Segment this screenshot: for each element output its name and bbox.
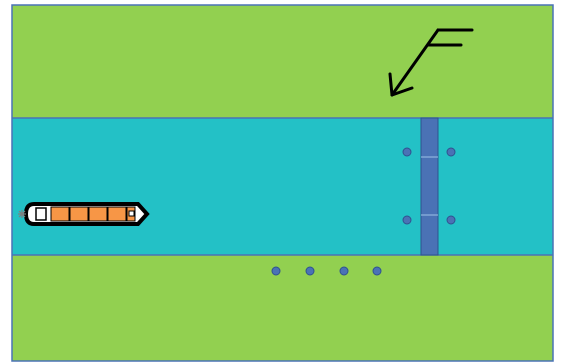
bank-bollard xyxy=(339,266,349,276)
bridge-bollard xyxy=(402,147,412,157)
bridge-bollard xyxy=(402,215,412,225)
cargo-container xyxy=(107,206,127,222)
wind-arrow-icon xyxy=(388,28,474,97)
propeller-icon xyxy=(18,210,26,218)
north-bank xyxy=(12,5,553,118)
cargo-container xyxy=(50,206,70,222)
bank-bollard xyxy=(372,266,382,276)
diagram-frame xyxy=(11,4,554,362)
south-bank xyxy=(12,255,553,361)
bridge-deck xyxy=(420,117,439,256)
bank-bollard xyxy=(305,266,315,276)
bank-bollard xyxy=(271,266,281,276)
ship-bridge-house xyxy=(35,207,47,221)
canal-water xyxy=(12,118,553,255)
bridge-bollard xyxy=(446,215,456,225)
cargo-container xyxy=(69,206,89,222)
bow-marker xyxy=(128,210,135,217)
ship-icon xyxy=(23,202,150,226)
bridge-bollard xyxy=(446,147,456,157)
cargo-container xyxy=(88,206,108,222)
